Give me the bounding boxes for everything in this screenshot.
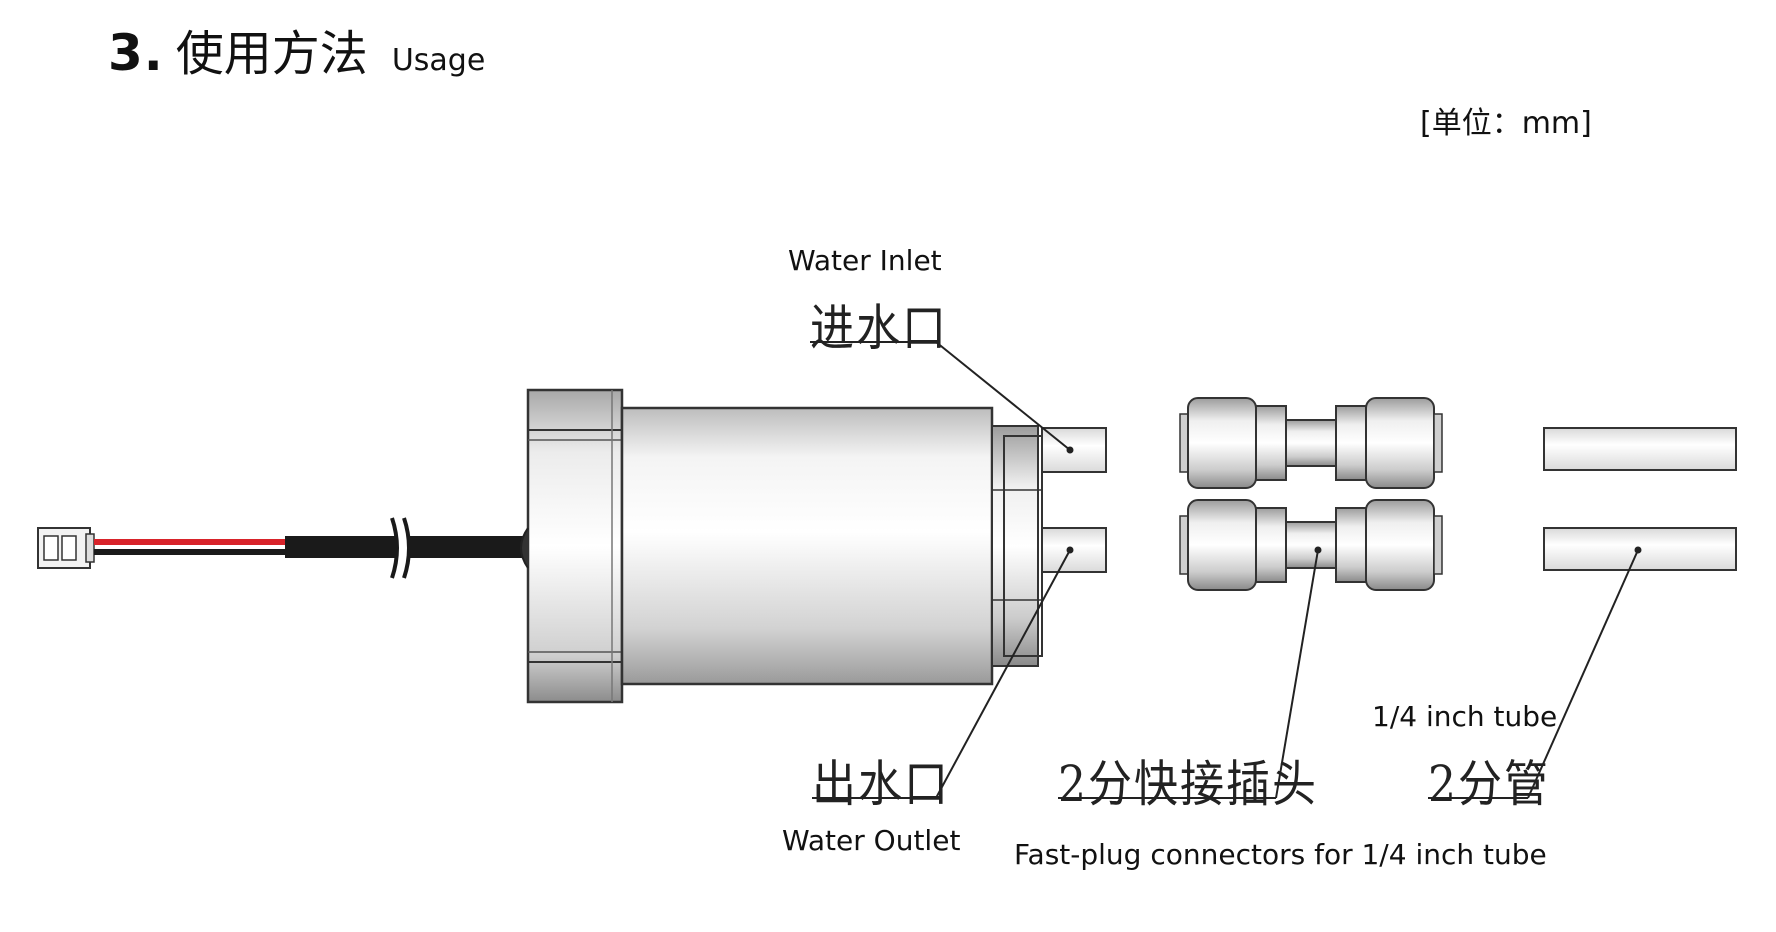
tube-label-en: 1/4 inch tube bbox=[1372, 700, 1558, 733]
section-title: 3. 使用方法 Usage bbox=[108, 14, 485, 84]
section-title-en: Usage bbox=[391, 43, 486, 78]
power-wires bbox=[94, 517, 528, 579]
tube-label-cn: 2分管 bbox=[1428, 756, 1550, 814]
water-inlet-label-cn: 进水口 bbox=[810, 300, 948, 358]
pump-body bbox=[520, 388, 1107, 704]
water-outlet-label-cn: 出水口 bbox=[812, 756, 950, 814]
water-outlet-label-en: Water Outlet bbox=[782, 824, 961, 857]
water-inlet-label-en: Water Inlet bbox=[788, 244, 942, 277]
fast-plug-connector-top bbox=[1179, 397, 1443, 489]
connector-label-en: Fast-plug connectors for 1/4 inch tube bbox=[1014, 838, 1547, 871]
fast-plug-connector-bottom bbox=[1179, 499, 1443, 591]
leader-lines bbox=[810, 341, 1642, 799]
connector-label-cn: 2分快接插头 bbox=[1058, 756, 1318, 814]
unit-label: [单位：mm] bbox=[1420, 106, 1592, 141]
wire-connector-plug bbox=[37, 527, 95, 569]
section-title-cn: 使用方法 bbox=[175, 26, 368, 82]
section-number: 3. bbox=[108, 24, 164, 82]
